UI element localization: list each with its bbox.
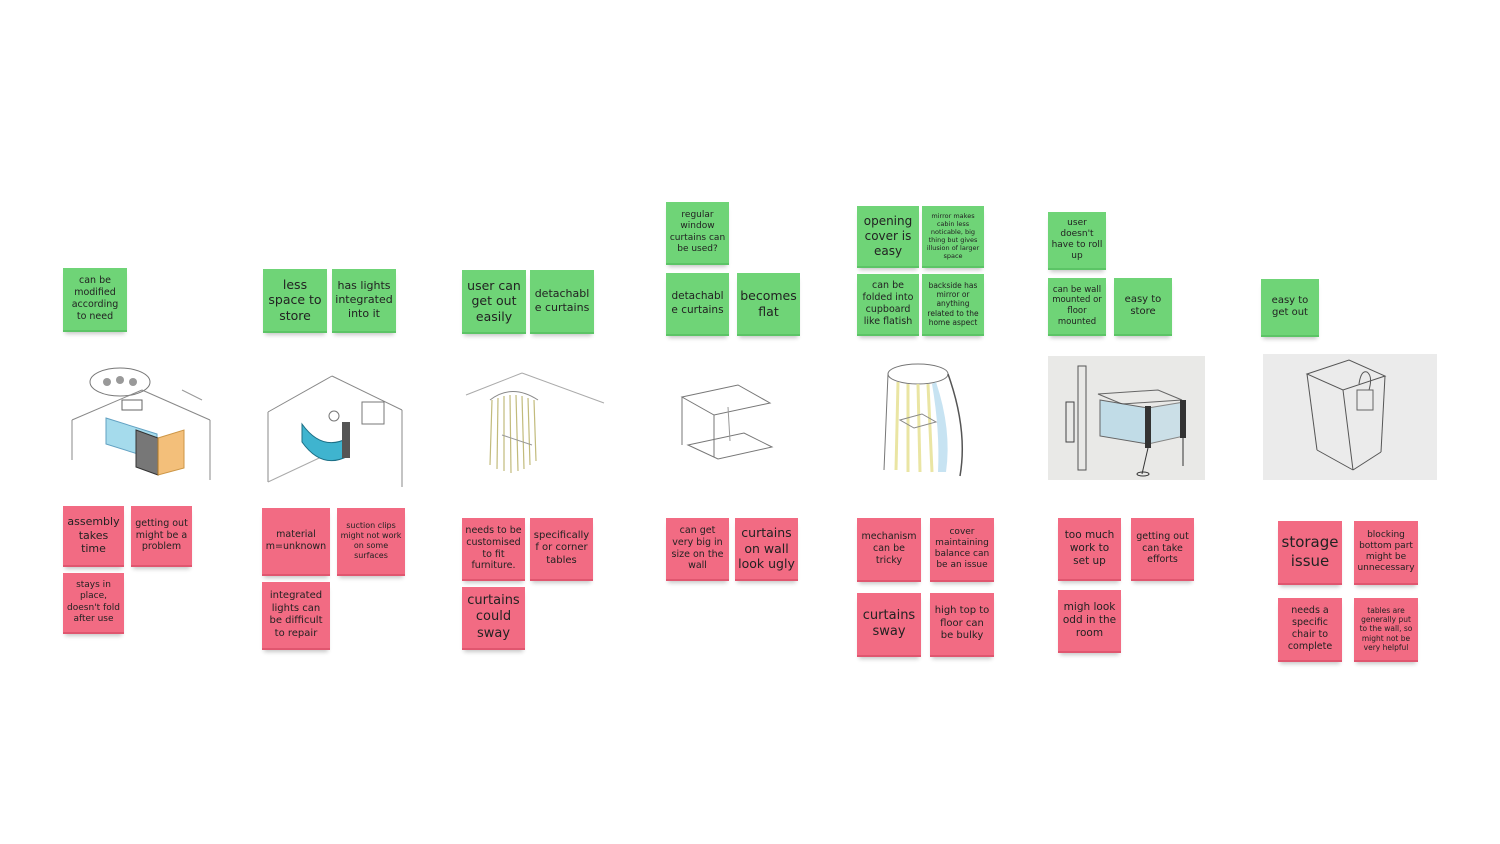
con-note[interactable]: integrated lights can be difficult to re… [262,582,330,650]
con-note[interactable]: needs a specific chair to complete [1278,598,1342,662]
con-note[interactable]: curtains could sway [462,587,525,650]
pro-note[interactable]: user can get out easily [462,270,526,334]
con-note[interactable]: specifically f or corner tables [530,518,593,581]
pro-note[interactable]: backside has mirror or anything related … [922,274,984,336]
pro-note[interactable]: has lights integrated into it [332,269,396,333]
pro-note[interactable]: regular window curtains can be used? [666,202,729,265]
con-note[interactable]: assembly takes time [63,506,124,567]
con-note[interactable]: storage issue [1278,521,1342,585]
fold-flat-sketch-icon [668,375,778,475]
con-note[interactable]: curtains on wall look ugly [735,518,798,581]
con-note[interactable]: suction clips might not work on some sur… [337,508,405,576]
con-note[interactable]: cover maintaining balance can be an issu… [930,518,994,582]
con-note[interactable]: needs to be customised to fit furniture. [462,518,525,581]
pro-note[interactable]: mirror makes cabin less noticable, big t… [922,206,984,268]
pro-note[interactable]: becomes flat [737,273,800,336]
pro-note[interactable]: user doesn't have to roll up [1048,212,1106,270]
pro-note[interactable]: detachable curtains [530,270,594,334]
con-note[interactable]: tables are generally put to the wall, so… [1354,598,1418,662]
pro-note[interactable]: detachable curtains [666,273,729,336]
pro-note[interactable]: less space to store [263,269,327,333]
con-note[interactable]: can get very big in size on the wall [666,518,729,581]
con-note[interactable]: blocking bottom part might be unnecessar… [1354,521,1418,585]
box-enclosure-sketch-photo [1263,354,1437,480]
con-note[interactable]: mechanism can be tricky [857,518,921,582]
pro-note[interactable]: can be folded into cupboard like flatish [857,274,919,336]
con-note[interactable]: material m=unknown [262,508,330,576]
cabin-sketch-icon [62,360,212,485]
con-note[interactable]: migh look odd in the room [1058,590,1121,653]
con-note[interactable]: stays in place, doesn't fold after use [63,573,124,634]
pro-note[interactable]: opening cover is easy [857,206,919,268]
con-note[interactable]: getting out can take efforts [1131,518,1194,581]
pro-note[interactable]: can be modified according to need [63,268,127,332]
dome-curtain-sketch-icon [876,360,971,485]
con-note[interactable]: high top to floor can be bulky [930,593,994,657]
pro-note[interactable]: easy to get out [1261,279,1319,337]
curved-panel-sketch-icon [262,362,406,492]
curtain-corner-sketch-icon [462,365,607,490]
pro-note[interactable]: easy to store [1114,278,1172,336]
con-note[interactable]: getting out might be a problem [131,506,192,567]
pro-note[interactable]: can be wall mounted or floor mounted [1048,278,1106,336]
con-note[interactable]: curtains sway [857,593,921,657]
pole-mounted-screen-photo [1048,356,1205,480]
con-note[interactable]: too much work to set up [1058,518,1121,581]
